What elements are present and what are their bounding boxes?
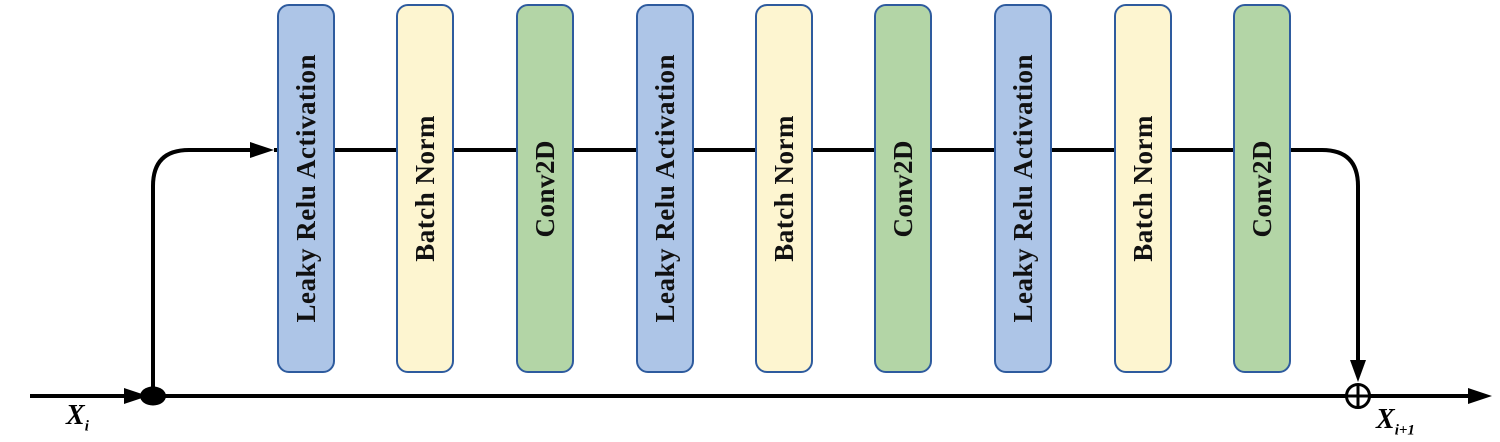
sum-icon xyxy=(1345,383,1371,409)
block-conv2d-3: Conv2D xyxy=(1233,4,1291,373)
arrowhead-into-sum xyxy=(1350,360,1366,382)
output-label-main: X xyxy=(1376,404,1395,435)
block-leaky-relu-activation-1: Leaky Relu Activation xyxy=(277,4,335,373)
branch-up-wire xyxy=(151,148,252,396)
block-label: Batch Norm xyxy=(768,115,799,262)
block-batch-norm-2: Batch Norm xyxy=(755,4,813,373)
arrowhead-into-junction xyxy=(124,388,148,404)
input-label: Xi xyxy=(66,402,89,435)
output-label: Xi+1 xyxy=(1376,406,1415,439)
block-conv2d-2: Conv2D xyxy=(874,4,932,373)
arrowhead-into-blocks xyxy=(250,142,274,158)
block-label: Conv2D xyxy=(1246,139,1277,238)
block-label: Leaky Relu Activation xyxy=(290,54,321,323)
block-label: Conv2D xyxy=(887,139,918,238)
input-label-main: X xyxy=(66,400,85,431)
output-label-subscript: i+1 xyxy=(1394,422,1415,439)
block-conv2d-1: Conv2D xyxy=(516,4,574,373)
wire-fills xyxy=(124,142,1492,406)
block-label: Batch Norm xyxy=(1127,115,1158,262)
arrowhead-output xyxy=(1468,388,1492,404)
block-label: Leaky Relu Activation xyxy=(1007,54,1038,323)
input-label-subscript: i xyxy=(84,418,89,435)
block-label: Leaky Relu Activation xyxy=(649,54,680,323)
block-label: Conv2D xyxy=(529,139,560,238)
branch-down-wire xyxy=(1291,148,1360,362)
block-leaky-relu-activation-3: Leaky Relu Activation xyxy=(994,4,1052,373)
block-batch-norm-3: Batch Norm xyxy=(1114,4,1172,373)
junction-dot xyxy=(140,386,166,406)
block-leaky-relu-activation-2: Leaky Relu Activation xyxy=(636,4,694,373)
block-batch-norm-1: Batch Norm xyxy=(396,4,454,373)
block-label: Batch Norm xyxy=(409,115,440,262)
